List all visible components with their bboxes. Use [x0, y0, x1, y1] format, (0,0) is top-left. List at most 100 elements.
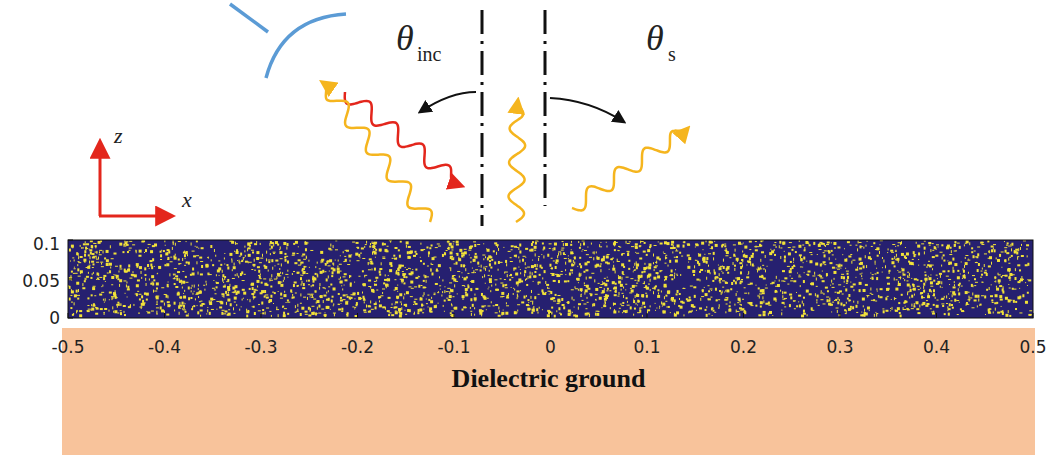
speck	[504, 284, 506, 286]
speck	[972, 307, 975, 308]
speck	[972, 292, 973, 295]
speck	[907, 291, 909, 292]
speck	[320, 271, 323, 274]
speck	[103, 277, 105, 280]
speck	[989, 287, 990, 290]
speck	[230, 303, 232, 306]
speck	[834, 247, 836, 248]
speck	[354, 307, 356, 308]
speck	[558, 307, 560, 310]
speck	[500, 296, 503, 297]
speck	[337, 271, 340, 274]
speck	[896, 279, 898, 280]
speck	[237, 273, 238, 276]
speck	[490, 267, 492, 269]
speck	[170, 261, 173, 262]
speck	[557, 295, 560, 296]
speck	[996, 302, 998, 304]
speck	[803, 303, 804, 306]
speck	[561, 271, 563, 272]
speck	[879, 251, 880, 254]
speck	[421, 249, 424, 251]
speck	[251, 283, 254, 286]
speck	[515, 273, 518, 276]
speck	[1008, 299, 1009, 300]
speck	[843, 304, 845, 306]
speck	[402, 271, 404, 272]
speck	[699, 307, 702, 309]
speck	[81, 247, 84, 248]
speck	[91, 308, 94, 311]
speck	[292, 255, 295, 256]
speck	[138, 313, 140, 314]
speck	[286, 247, 287, 250]
speck	[789, 270, 792, 273]
speck	[518, 267, 519, 268]
speck	[721, 245, 723, 248]
speck	[488, 275, 490, 276]
speck	[548, 288, 550, 289]
speck	[249, 243, 252, 244]
speck	[656, 308, 657, 309]
speck	[550, 273, 553, 274]
speck	[547, 314, 550, 317]
speck	[345, 301, 348, 302]
speck	[303, 259, 306, 260]
speck	[1019, 269, 1021, 271]
speck	[109, 299, 110, 300]
speck	[670, 247, 673, 249]
speck	[198, 248, 199, 249]
speck	[990, 295, 993, 297]
speck	[258, 304, 260, 305]
speck	[431, 297, 432, 299]
speck	[941, 303, 944, 304]
speck	[824, 250, 827, 251]
speck	[120, 310, 122, 311]
speck	[1009, 257, 1011, 258]
speck	[932, 265, 934, 266]
speck	[921, 243, 924, 244]
speck	[683, 241, 685, 243]
speck	[615, 270, 616, 273]
speck	[251, 269, 253, 270]
speck	[834, 300, 835, 301]
speck	[995, 308, 996, 311]
speck	[489, 263, 491, 266]
speck	[331, 299, 333, 302]
speck	[967, 260, 970, 261]
speck	[711, 290, 712, 291]
speck	[550, 291, 552, 294]
speck	[524, 274, 525, 277]
speck	[227, 266, 229, 269]
speck	[707, 270, 710, 273]
speck	[408, 268, 410, 269]
speck	[284, 308, 287, 309]
speck	[936, 305, 939, 308]
speck	[297, 273, 299, 274]
speck	[657, 275, 660, 278]
speck	[793, 300, 796, 301]
speck	[646, 295, 648, 298]
speck	[609, 290, 611, 291]
speck	[855, 245, 857, 246]
speck	[936, 275, 938, 276]
speck	[921, 296, 923, 299]
speck	[104, 308, 107, 310]
speck	[228, 313, 231, 316]
speck	[712, 310, 714, 312]
speck	[952, 258, 954, 261]
speck	[397, 285, 398, 286]
speck	[790, 280, 793, 281]
speck	[584, 285, 586, 286]
speck	[86, 243, 89, 245]
speck	[415, 269, 417, 271]
speck	[709, 244, 710, 246]
speck	[725, 282, 728, 284]
speck	[461, 252, 464, 254]
speck	[136, 263, 139, 266]
speck	[613, 261, 614, 262]
speck	[1025, 301, 1028, 304]
speck	[706, 314, 708, 317]
speck	[175, 243, 176, 246]
speck	[996, 257, 997, 259]
